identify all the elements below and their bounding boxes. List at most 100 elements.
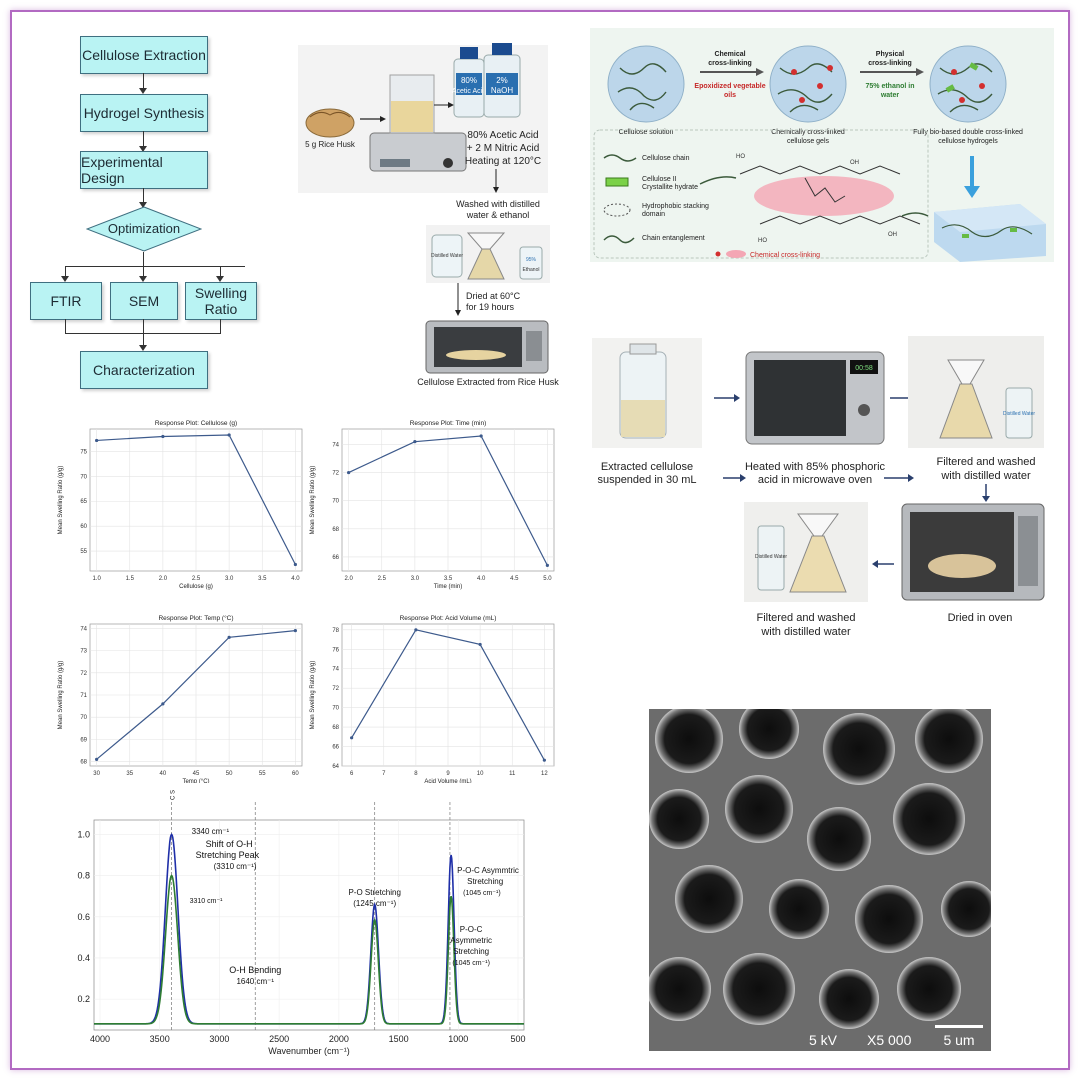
y-tick-label: 69 xyxy=(80,737,87,743)
sem-pore xyxy=(649,789,709,849)
data-point xyxy=(347,470,351,475)
y-tick-label: 1.0 xyxy=(77,829,90,839)
flow-final-label: Characterization xyxy=(93,362,195,378)
cellulose-solution-circle xyxy=(607,45,685,123)
wash-text-1: Washed with distilled xyxy=(456,199,540,209)
data-point xyxy=(350,736,354,740)
annotation-poc-b1: P-O-C xyxy=(460,925,483,934)
legend-domain: domain xyxy=(642,211,665,218)
series-line xyxy=(351,629,545,761)
y-tick-label: 68 xyxy=(80,760,87,766)
series-line xyxy=(96,630,296,760)
step2-title2: cross-linking xyxy=(868,60,912,67)
flow-branch-label: Swelling Ratio xyxy=(194,285,248,317)
annotation-poc-b4: (1045 cm⁻¹) xyxy=(452,960,490,967)
naoh-pct: 2% xyxy=(496,76,508,85)
phosphorylation-scheme: Extracted cellulose suspended in 30 mL 0… xyxy=(592,336,1045,638)
step2-sub: 75% ethanol in xyxy=(865,83,914,90)
chart-title: Response Plot: Acid Volume (mL) xyxy=(400,615,497,622)
legend-hydrophobic: Hydrophobic stacking xyxy=(642,203,709,210)
x-tick-label: 30 xyxy=(93,771,100,777)
phos-step2b: acid in microwave oven xyxy=(758,474,872,486)
sem-pore xyxy=(725,775,793,843)
y-tick-label: 74 xyxy=(332,667,339,673)
filter-flask xyxy=(939,383,993,439)
annotation-poc-2: Stretching xyxy=(467,877,503,886)
phos-step3: Filtered and washed xyxy=(936,456,1035,468)
rice-husk-dish xyxy=(305,108,355,138)
x-tick-label: 10 xyxy=(477,771,484,777)
flow-step-label: Hydrogel Synthesis xyxy=(83,105,205,121)
x-tick-label: 2.0 xyxy=(344,576,353,582)
y-tick-label: 70 xyxy=(80,715,87,721)
phos-step1b: suspended in 30 mL xyxy=(597,474,696,486)
x-tick-label: 3.0 xyxy=(411,576,420,582)
x-tick-label: 3.5 xyxy=(258,576,267,582)
extraction-caption: Cellulose Extracted from Rice Husk xyxy=(417,377,559,387)
step2-sub2: water xyxy=(880,92,900,99)
flow-branch-swelling-ratio: Swelling Ratio xyxy=(185,282,257,320)
y-tick-label: 70 xyxy=(332,499,339,505)
sem-pore xyxy=(897,957,961,1021)
sem-pore xyxy=(807,807,871,871)
x-tick-label: 1000 xyxy=(448,1034,468,1044)
flow-branch-sem: SEM xyxy=(110,282,178,320)
flow-step-label: Experimental Design xyxy=(81,154,163,186)
sem-pore xyxy=(915,709,983,773)
wash-text-2: water & ethanol xyxy=(466,210,530,220)
crosslink-zone xyxy=(754,176,894,216)
sem-pore xyxy=(723,953,795,1025)
flowchart: Cellulose Extraction Hydrogel Synthesis … xyxy=(20,20,290,400)
ethanol-pct: 95% xyxy=(526,257,537,263)
circle3-label: Fully bio-based double cross-linked xyxy=(913,129,1023,136)
annotation-poc-3: (1045 cm⁻¹) xyxy=(463,890,501,897)
x-tick-label: 5.0 xyxy=(543,576,552,582)
flow-branch-label: SEM xyxy=(128,293,160,309)
data-point xyxy=(479,434,483,438)
sem-pore xyxy=(739,709,799,759)
sem-pore xyxy=(819,969,879,1029)
sem-image: 5 kV X5 000 5 um xyxy=(649,709,991,1051)
legend-entanglement: Chain entanglement xyxy=(642,235,705,242)
y-tick-label: 76 xyxy=(332,647,339,653)
x-tick-label: 55 xyxy=(259,771,266,777)
x-tick-label: 45 xyxy=(193,771,200,777)
x-tick-label: 9 xyxy=(446,771,450,777)
phos-step4b: with distilled water xyxy=(760,626,851,638)
x-tick-label: 35 xyxy=(126,771,133,777)
distilled-water-label: Distilled Water xyxy=(431,253,463,259)
dry-text-1: Dried at 60°C xyxy=(466,291,521,301)
crosslink-scheme: Cellulose solution Chemical cross-linkin… xyxy=(590,28,1054,262)
data-point xyxy=(478,642,482,647)
series-line xyxy=(96,434,296,565)
y-tick-label: 74 xyxy=(80,626,87,632)
figure-frame xyxy=(10,10,1070,1070)
annotation-poc-1: P-O-C Asymmtric xyxy=(457,866,519,875)
x-tick-label: 1.5 xyxy=(126,576,135,582)
x-axis-label: Temp (°C) xyxy=(182,779,209,783)
annotation-shift-2: Stretching Peak xyxy=(196,850,260,860)
step-acid-3: Heating at 120°C xyxy=(465,156,541,167)
sem-pore xyxy=(649,957,711,1021)
y-tick-label: 72 xyxy=(332,471,339,477)
y-tick-label: 0.6 xyxy=(77,912,90,922)
annotation-po-1: P-O Stretching xyxy=(348,888,400,897)
filter-flask xyxy=(467,248,505,280)
dry-text-2: for 19 hours xyxy=(466,302,515,312)
x-tick-label: 3.0 xyxy=(225,576,234,582)
y-axis-label: Mean Swelling Ratio (g/g) xyxy=(310,466,316,535)
step1-title2: cross-linking xyxy=(708,60,752,67)
flow-branch-label: FTIR xyxy=(50,293,82,309)
y-tick-label: 68 xyxy=(332,527,339,533)
y-tick-label: 64 xyxy=(332,764,339,770)
legend-bottom: Chemical cross-linking xyxy=(750,252,820,259)
microwave-display: 00:58 xyxy=(855,365,873,372)
step1-title: Chemical xyxy=(714,51,745,58)
y-tick-label: 65 xyxy=(80,499,87,505)
sem-magnification: X5 000 xyxy=(867,1032,912,1048)
ftir-series-green xyxy=(94,874,524,1025)
sem-voltage: 5 kV xyxy=(809,1032,838,1048)
annotation-ohb-1: O-H Bending xyxy=(229,965,281,975)
